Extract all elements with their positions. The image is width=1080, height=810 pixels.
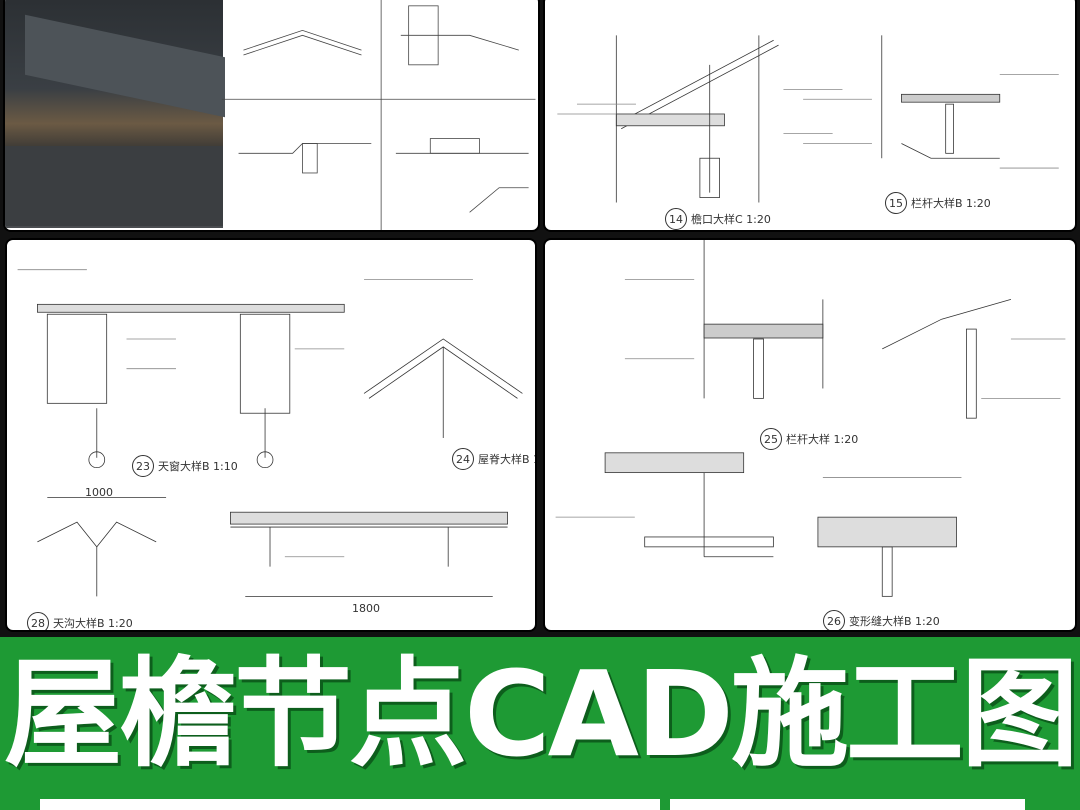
caption-23: 23 天窗大样B 1:10 xyxy=(132,455,238,477)
panel-eave-details: 14 檐口大样C 1:20 15 栏杆大样B 1:20 xyxy=(543,0,1077,232)
caption-28: 28 天沟大样B 1:20 xyxy=(27,612,133,630)
cad-drawing-eave xyxy=(557,35,1059,203)
bottom-strip-right xyxy=(670,799,1025,810)
cad-drawing-sheet xyxy=(221,0,536,230)
caption-15: 15 栏杆大样B 1:20 xyxy=(885,192,991,214)
banner-title: 屋檐节点CAD施工图 xyxy=(4,645,1079,783)
dimension-1800: 1800 xyxy=(352,602,380,615)
cad-drawing-skylight xyxy=(17,269,523,597)
cad-drawing-railing xyxy=(555,240,1066,597)
caption-25: 25 栏杆大样 1:20 xyxy=(760,428,858,450)
caption-24: 24 屋脊大样B 1:2 xyxy=(452,448,535,470)
panel-railing-joint: 25 栏杆大样 1:20 26 变形缝大样B 1:20 xyxy=(543,238,1077,632)
panel-photo-drawings xyxy=(3,0,540,232)
title-banner: 屋檐节点CAD施工图 xyxy=(0,637,1080,810)
bottom-strip-left xyxy=(40,799,660,810)
caption-14: 14 檐口大样C 1:20 xyxy=(665,208,771,230)
caption-26: 26 变形缝大样B 1:20 xyxy=(823,610,940,630)
panel-skylight-ridge-gutter: 1000 1800 23 天窗大样B 1:10 24 屋脊大样B 1:2 28 … xyxy=(5,238,537,632)
dimension-1000: 1000 xyxy=(85,486,113,499)
building-photo xyxy=(5,0,225,228)
